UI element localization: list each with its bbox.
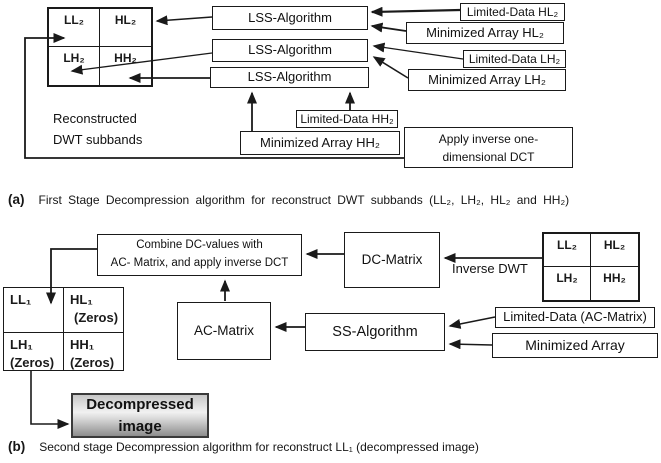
dwt-subband-grid-stage-a: LL₂ HL₂ LH₂ HH₂ [47,7,153,87]
combine-box-line1: Combine DC-values with [136,239,263,252]
caption-a: (a) First Stage Decompression algorithm … [8,192,658,207]
decompressed-line2: image [118,417,162,435]
lss-algorithm-box-2: LSS-Algorithm [212,39,368,62]
cell-hl1-label: HL₁ [70,292,93,307]
combine-dc-ac-box: Combine DC-values with AC- Matrix, and a… [97,234,302,276]
arrow-minimized-array-to-ss [448,339,493,350]
caption-a-text: First Stage Decompression algorithm for … [38,193,570,207]
reconstructed-line2: DWT subbands [53,131,143,147]
combine-box-line2: AC- Matrix, and apply inverse DCT [110,257,289,269]
cell-lh2-label: LH₂ [63,51,85,65]
cell-b-hl2-label: HL₂ [603,238,626,252]
cell-ll2-label: LL₂ [64,13,84,27]
apply-box-line1: Apply inverse one- [438,131,539,146]
minimized-array-hh2-box: Minimized Array HH₂ [240,131,400,155]
cell-hl2-label: HL₂ [114,13,137,27]
cell-b-hh2: HH₂ [591,267,638,300]
cell-b-hh2-label: HH₂ [603,271,626,285]
reconstructed-subbands-label: Reconstructed DWT subbands [53,109,142,151]
cell-lh2: LH₂ [49,47,100,85]
decompressed-image-box: Decompressed image [71,393,209,438]
limited-data-hl2-box: Limited-Data HL₂ [460,3,565,21]
ss-algorithm-box: SS-Algorithm [305,313,445,351]
cell-ll2: LL₂ [49,9,100,47]
cell-hh1-label: HH₁ [70,337,95,352]
caption-b-text: Second stage Decompression algorithm for… [39,440,479,454]
arrow-limited-hl2-to-lss1 [370,6,461,17]
arrow-minimized-lh2-to-lss2 [372,56,409,79]
ac-matrix-box: AC-Matrix [177,302,271,360]
minimized-array-lh2-box: Minimized Array LH₂ [408,69,566,91]
apply-inverse-dct-box: Apply inverse one- dimensional DCT [404,127,573,168]
cell-hl1: HL₁ (Zeros) [64,288,123,333]
cell-lh1-note: (Zeros) [10,354,55,370]
caption-a-label: (a) [8,192,25,207]
cell-hl1-note: (Zeros) [74,309,119,325]
decompressed-line1: Decompressed [86,395,194,413]
cell-b-ll2: LL₂ [544,234,591,267]
dwt-subband-grid-stage-b-right: LL₂ HL₂ LH₂ HH₂ [542,232,640,302]
arrow-minimized-hl2-to-lss1 [370,22,407,33]
inverse-dwt-label: Inverse DWT [452,261,528,276]
lss-algorithm-box-3: LSS-Algorithm [210,67,369,88]
cell-lh1: LH₁ (Zeros) [4,333,64,372]
minimized-array-hl2-box: Minimized Array HL₂ [406,22,564,44]
minimized-array-box: Minimized Array [492,333,658,358]
cell-b-lh2-label: LH₂ [556,271,578,285]
cell-b-lh2: LH₂ [544,267,591,300]
arrow-lss1-to-hl2-cell [155,15,213,26]
cell-hh1-note: (Zeros) [70,354,115,370]
caption-b-label: (b) [8,439,26,454]
dc-matrix-box: DC-Matrix [344,232,440,288]
lss-algorithm-box-1: LSS-Algorithm [212,6,368,30]
arrow-limited-lh2-to-lss2 [372,42,464,60]
arrow-limited-ac-to-ss [448,316,496,329]
cell-b-ll2-label: LL₂ [557,238,577,252]
cell-hh1: HH₁ (Zeros) [64,333,123,371]
cell-hh2-label: HH₂ [114,51,137,65]
limited-data-lh2-box: Limited-Data LH₂ [463,50,566,68]
cell-hh2: HH₂ [100,47,151,85]
cell-b-hl2: HL₂ [591,234,638,267]
dwt-subband-grid-stage-b-left: LL₁ HL₁ (Zeros) LH₁ (Zeros) HH₁ (Zeros) [3,287,124,372]
reconstructed-line1: Reconstructed [53,111,137,126]
apply-box-line2: dimensional DCT [442,149,535,164]
arrow-grid-to-decompressed-image [30,371,70,429]
caption-b: (b) Second stage Decompression algorithm… [8,439,658,454]
limited-data-hh2-box: Limited-Data HH₂ [296,110,398,128]
cell-ll1-label: LL₁ [10,292,32,307]
cell-hl2: HL₂ [100,9,151,47]
cell-ll1: LL₁ [4,288,64,333]
cell-lh1-label: LH₁ [10,337,33,352]
limited-data-ac-matrix-box: Limited-Data (AC-Matrix) [495,307,655,328]
